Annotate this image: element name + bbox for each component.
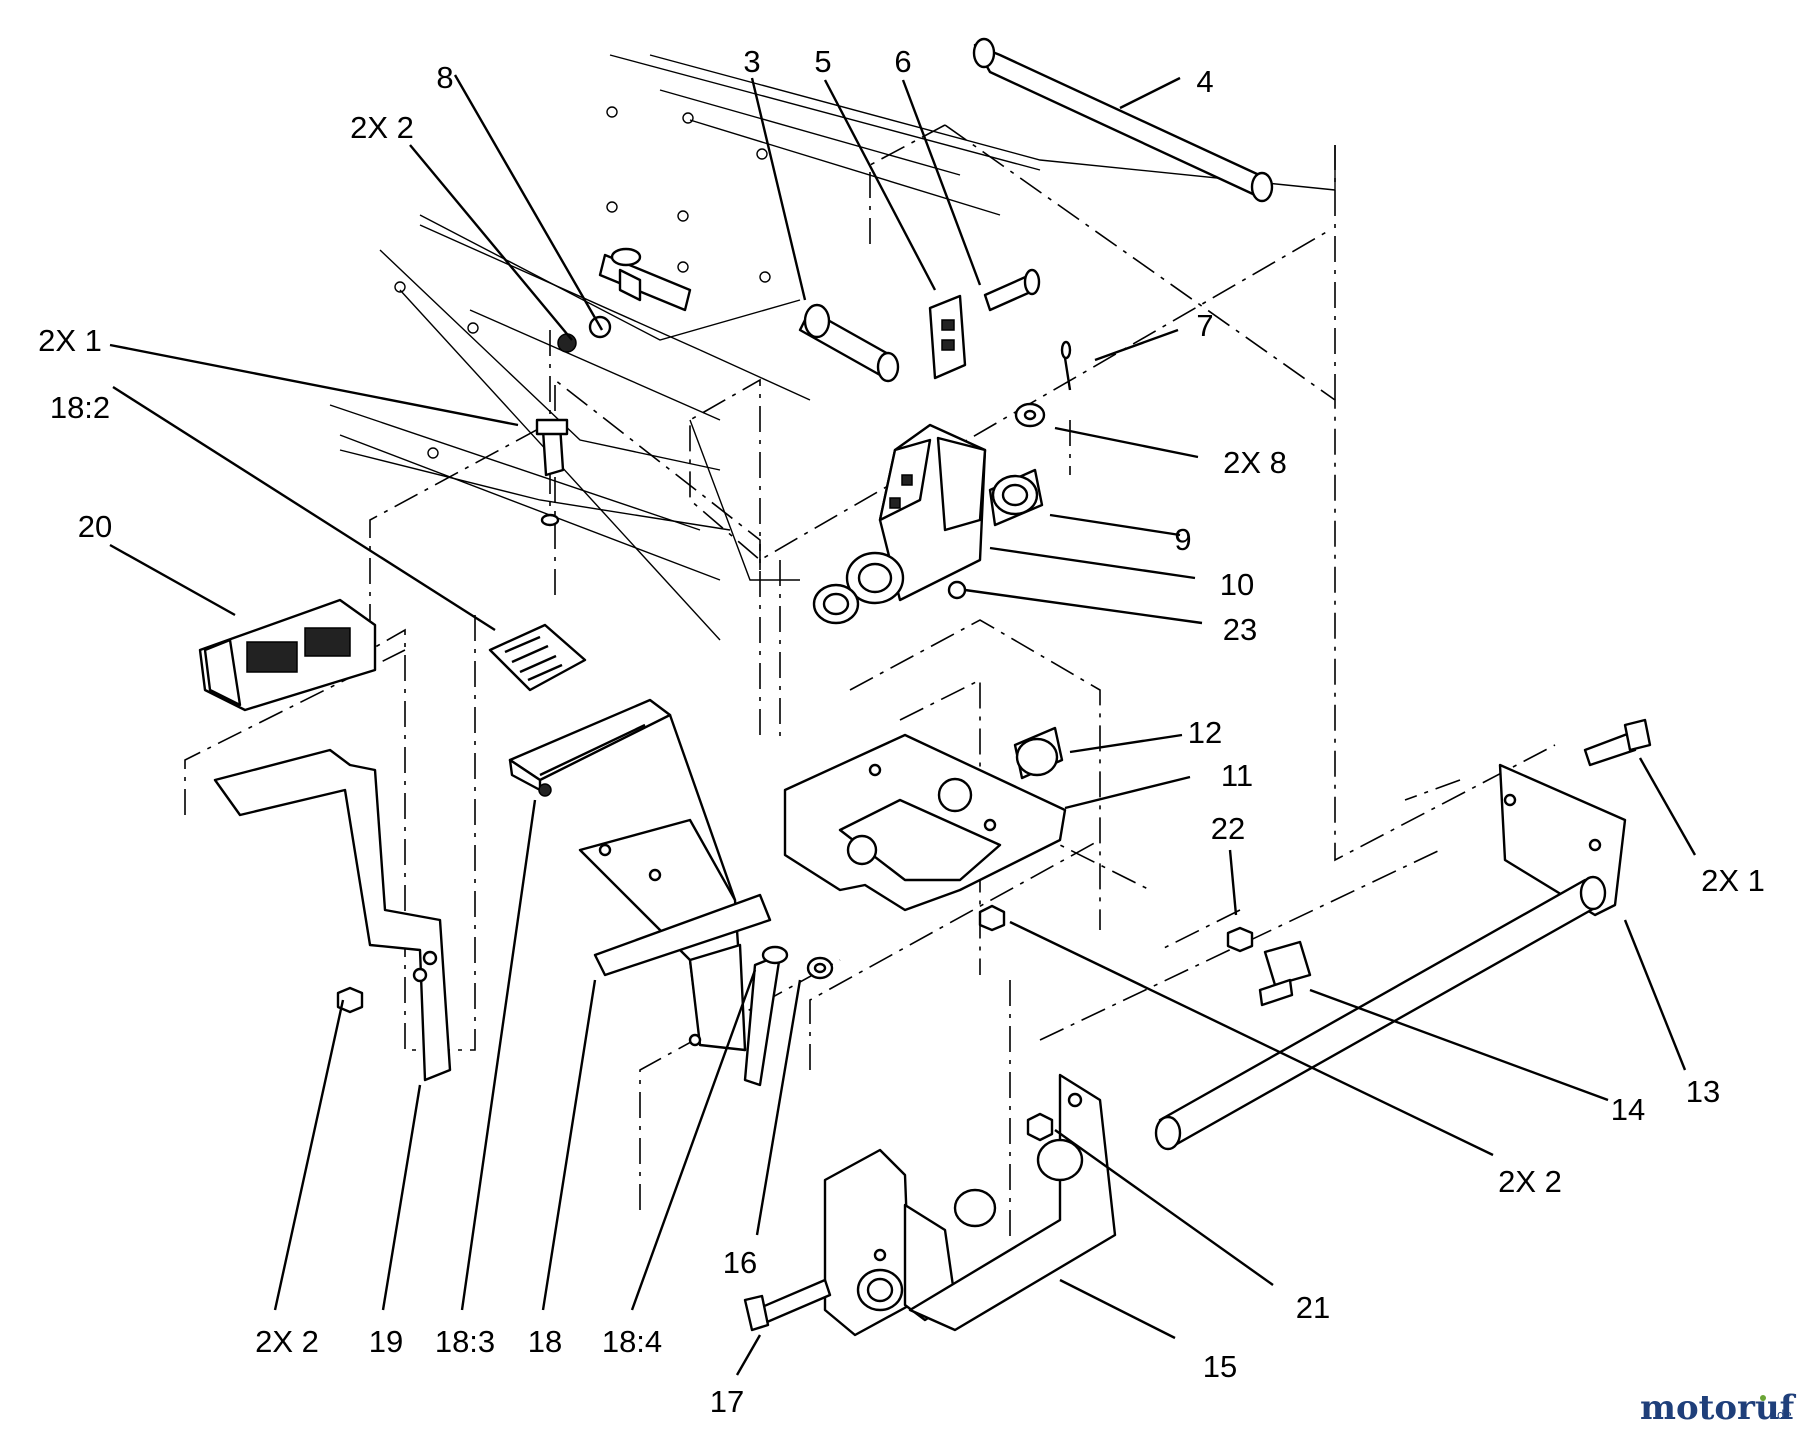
callout-2x2-bottom: 2X 2: [255, 1324, 319, 1359]
nut-16: [806, 956, 834, 980]
bushing-part: [988, 468, 1044, 527]
bolt-part: [983, 268, 1041, 312]
pin-part: [798, 303, 900, 383]
nut-21: [1026, 1112, 1054, 1142]
watermark-dot: [1760, 1395, 1766, 1401]
callout-labels: 8 2X 2 3 5 6 4 7 2X 1 18:2 2X 8 9 10 20 …: [38, 44, 1765, 1419]
callout-21: 21: [1296, 1290, 1330, 1325]
chassis-frame: [329, 54, 1336, 641]
bolt-17: [743, 1278, 832, 1332]
callout-2x2-right: 2X 2: [1498, 1164, 1562, 1199]
bolt-right: [1583, 718, 1652, 767]
callout-16: 16: [723, 1245, 757, 1280]
callout-18-2: 18:2: [50, 390, 110, 425]
callout-9: 9: [1174, 522, 1191, 557]
callout-12: 12: [1188, 715, 1222, 750]
callout-2x1-left: 2X 1: [38, 323, 102, 358]
callout-13: 13: [1686, 1074, 1720, 1109]
pedal-arm-right: [578, 714, 772, 1052]
callout-11: 11: [1221, 758, 1253, 793]
nut-left: [336, 986, 364, 1014]
callout-10: 10: [1220, 567, 1254, 602]
callout-8: 8: [436, 60, 453, 95]
clevis-14: [1258, 940, 1312, 1007]
pivot-plate: [812, 423, 987, 625]
callout-6: 6: [894, 44, 911, 79]
bolt-left: [535, 418, 569, 527]
bushing-12: [1013, 726, 1064, 780]
callout-2x2-top: 2X 2: [350, 110, 414, 145]
callout-18-3: 18:3: [435, 1324, 495, 1359]
washer-part: [1014, 402, 1046, 428]
callout-20: 20: [78, 509, 112, 544]
callout-3: 3: [743, 44, 760, 79]
watermark-logo: motoruf .de: [1640, 1388, 1797, 1428]
pedal-pad-part: [198, 598, 377, 712]
watermark-text: motoruf: [1640, 1388, 1797, 1428]
cross-shaft: [1154, 763, 1627, 1151]
leader-lines: [109, 74, 1697, 1376]
callout-17: 17: [710, 1384, 744, 1419]
mount-bracket: [783, 733, 1067, 912]
callout-2x8: 2X 8: [1223, 445, 1287, 480]
callout-23: 23: [1223, 612, 1257, 647]
pedal-arm-left: [213, 748, 452, 1082]
callout-18: 18: [528, 1324, 562, 1359]
watermark-suffix: .de: [1773, 1408, 1792, 1422]
callout-22: 22: [1211, 811, 1245, 846]
pedal-top-part: [508, 698, 672, 797]
callout-15: 15: [1203, 1349, 1237, 1384]
pad-part: [488, 623, 587, 692]
callout-19: 19: [369, 1324, 403, 1359]
callout-5: 5: [814, 44, 831, 79]
rod-part: [972, 37, 1274, 203]
nut-mid: [978, 904, 1006, 932]
callout-2x1-right: 2X 1: [1701, 863, 1765, 898]
spring-clip: [743, 945, 789, 1087]
callout-4: 4: [1196, 64, 1213, 99]
callout-7: 7: [1196, 308, 1213, 343]
nut-22: [1226, 926, 1254, 953]
cotter-pin: [1060, 340, 1072, 391]
callout-14: 14: [1611, 1092, 1645, 1127]
bracket-part: [928, 294, 967, 380]
lower-bracket: [823, 1073, 1117, 1337]
center-lines: [184, 124, 1556, 1240]
callout-18-4: 18:4: [602, 1324, 662, 1359]
cable-clevis: [557, 247, 692, 353]
